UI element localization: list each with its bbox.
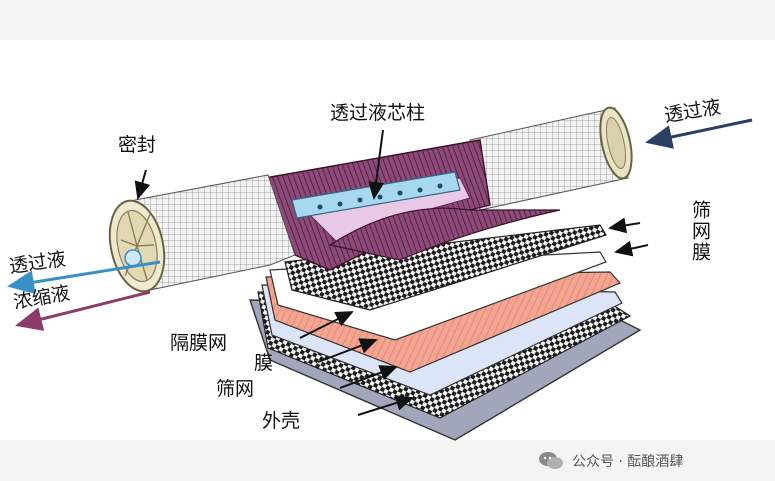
label-mesh: 筛网	[216, 378, 255, 400]
membrane-pointer	[317, 338, 378, 363]
label-spacer-net: 隔膜网	[170, 332, 228, 354]
watermark: 公众号 · 酝酿酒肆	[538, 450, 683, 472]
top-band	[0, 0, 775, 40]
layer-mesh-upper	[284, 224, 607, 311]
permeate-in-arrow	[645, 118, 753, 149]
label-seal: 密封	[118, 134, 157, 156]
bottom-band	[0, 440, 775, 481]
concentrate-arrow	[15, 290, 151, 331]
permeate-out-arrow	[7, 260, 161, 295]
mesh-membrane-pointer-2	[614, 240, 649, 257]
label-mesh-membrane: 筛网膜	[689, 200, 711, 263]
seal-pointer	[134, 169, 151, 200]
mesh-pointer	[339, 365, 398, 389]
watermark-text: 公众号 · 酝酿酒肆	[572, 454, 684, 470]
label-shell: 外壳	[262, 410, 301, 432]
mesh-membrane-pointer-1	[608, 217, 641, 234]
right-tube	[469, 106, 633, 211]
spacer-pointer	[299, 311, 354, 339]
label-membrane: 膜	[254, 352, 274, 374]
core-pointer	[368, 129, 385, 200]
wechat-icon	[539, 452, 563, 469]
label-permeate-core: 透过液芯柱	[330, 102, 426, 124]
shell-pointer	[357, 395, 414, 416]
left-tube	[108, 174, 296, 293]
